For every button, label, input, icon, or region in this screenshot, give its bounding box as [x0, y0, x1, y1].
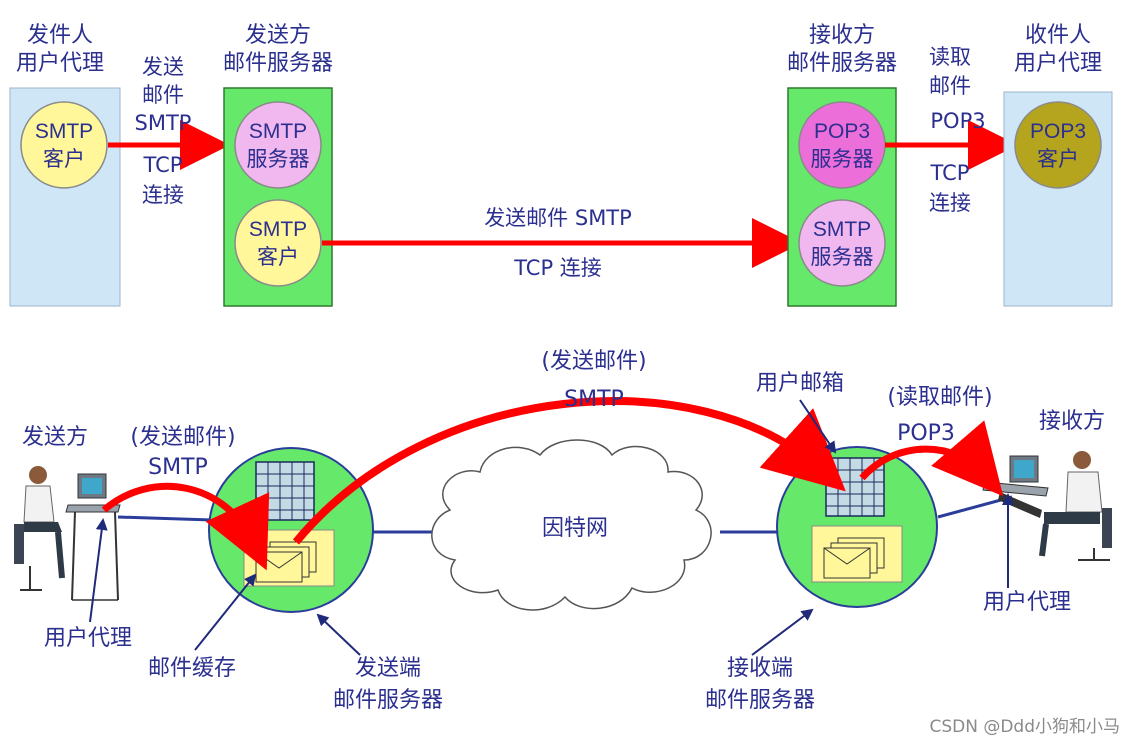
cloud-shape [431, 439, 712, 611]
pointer-send-server [316, 613, 361, 656]
smtp-client-circle [20, 101, 108, 189]
pointer-recv-server [751, 608, 814, 656]
arrow-send-smtp: 发送 邮件 SMTP TCP 连接 [108, 55, 230, 207]
read-pop3-label-1: (读取邮件) [887, 385, 992, 410]
receiver-agent-title-2: 用户代理 [1014, 51, 1102, 76]
send-mail-server: 发送方 邮件服务器 SMTP 服务器 SMTP 客户 [223, 23, 333, 307]
arrow1-label-4: TCP [143, 153, 183, 177]
smtp-client-label-1: SMTP [35, 120, 93, 143]
recv-server-label-1: 接收端 [727, 656, 793, 681]
arrow2-label-2: 邮件 [929, 74, 971, 98]
pop3-client-circle [1014, 101, 1102, 189]
mailbox-grid-lines [256, 462, 314, 520]
middle-arrow-label-1: 发送邮件 SMTP [484, 206, 632, 230]
pop3-client-label-1: POP3 [1030, 120, 1086, 143]
smtp-server-circle [234, 101, 322, 189]
arrow-sender-to-cache [101, 482, 270, 571]
recv-server-label-2: 邮件服务器 [705, 688, 815, 713]
pointer-mailbox [799, 399, 837, 454]
internet-label: 因特网 [542, 516, 608, 541]
send-server-label-1: 发送端 [355, 656, 421, 681]
smtp-client-label-1: SMTP [249, 218, 307, 241]
smtp-server-label-2: 服务器 [247, 148, 310, 171]
arrow-transfer-curve [292, 397, 846, 545]
pointer-arrows [89, 399, 1014, 656]
mailbox-grid-frame [255, 461, 315, 521]
send-smtp-label-2: SMTP [148, 455, 208, 480]
recv-server-disc [776, 446, 938, 608]
mailbox-label: 用户邮箱 [756, 371, 844, 396]
smtp-server-circle [798, 199, 886, 287]
arrow2-label-5: 连接 [929, 191, 971, 215]
sender-agent-title-2: 用户代理 [16, 51, 104, 76]
mailbox-grid [255, 461, 315, 521]
internet-cloud: 因特网 [431, 439, 712, 611]
send-server-disc [208, 447, 374, 613]
smtp-server-label-2: 服务器 [811, 246, 874, 269]
receiver-agent-title-1: 收件人 [1025, 23, 1091, 48]
envelope-stack-icon [823, 537, 885, 579]
arrow2-label-3: POP3 [930, 109, 985, 133]
recv-server-title-2: 邮件服务器 [787, 51, 897, 76]
sender-agent-title-1: 发件人 [27, 23, 93, 48]
sender-label: 发送方 [22, 425, 88, 450]
send-server-label-2: 邮件服务器 [333, 688, 443, 713]
smtp-client-label-2: 客户 [257, 246, 299, 269]
arrow-mailbox-to-receiver [859, 420, 1004, 497]
receiver-person-icon [1039, 451, 1112, 561]
receiver-label: 接收方 [1039, 409, 1105, 434]
arrow2-label-4: TCP [930, 161, 970, 185]
send-smtp-label-1: (发送邮件) [130, 425, 235, 450]
mail-cache-label: 邮件缓存 [148, 656, 236, 681]
recv-server-title-1: 接收方 [809, 23, 875, 48]
pointer-mail-cache [194, 573, 257, 651]
middle-arrow-label-2: TCP 连接 [513, 256, 602, 280]
arrow1-label-5: 连接 [142, 183, 184, 207]
pop3-server-circle [798, 101, 886, 189]
transfer-label-1: (发送邮件) [541, 349, 646, 374]
envelope-stack-icon [255, 541, 317, 583]
link-line [117, 515, 213, 522]
sender-agent: 发件人 用户代理 SMTP 客户 [9, 23, 121, 307]
send-server-title-1: 发送方 [245, 23, 311, 48]
pointer-user-agent-left [89, 518, 108, 623]
arrow1-label-2: 邮件 [142, 83, 184, 107]
receiver-computer-icon [982, 455, 1049, 518]
arrow-read-pop3: 读取 邮件 POP3 TCP 连接 [885, 45, 1018, 215]
smtp-client-circle [234, 199, 322, 287]
send-server-title-2: 邮件服务器 [223, 51, 333, 76]
pop3-client-label-2: 客户 [1037, 148, 1079, 171]
read-pop3-label-2: POP3 [897, 421, 955, 446]
sender-person-icon [14, 466, 65, 591]
watermark-text: CSDN @Ddd小狗和小马 [929, 717, 1120, 737]
user-agent-right-label: 用户代理 [983, 590, 1071, 615]
smtp-server-label-1: SMTP [813, 218, 871, 241]
smtp-client-label-2: 客户 [43, 148, 85, 171]
arrow2-label-1: 读取 [929, 45, 971, 69]
pop3-server-label-1: POP3 [814, 120, 870, 143]
transfer-label-2: SMTP [564, 387, 624, 412]
receiver-agent: 收件人 用户代理 POP3 客户 [1003, 23, 1113, 307]
pop3-server-label-2: 服务器 [811, 148, 874, 171]
arrow1-label-1: 发送 [142, 55, 184, 79]
curved-arrows [101, 397, 1004, 571]
sender-computer-icon [65, 473, 121, 601]
smtp-server-label-1: SMTP [249, 120, 307, 143]
user-agent-left-label: 用户代理 [44, 626, 132, 651]
recv-mail-server: 接收方 邮件服务器 POP3 服务器 SMTP 服务器 [787, 23, 897, 307]
arrow-transfer-smtp: 发送邮件 SMTP TCP 连接 [322, 206, 802, 280]
arrow1-label-3: SMTP [135, 111, 192, 135]
